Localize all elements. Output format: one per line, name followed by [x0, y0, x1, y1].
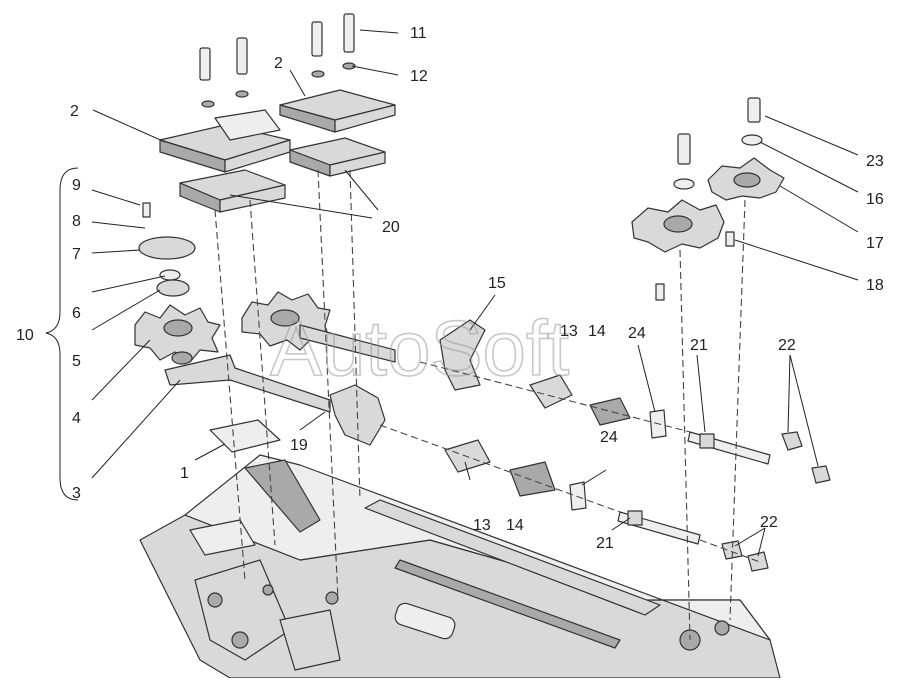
assembly-axes: [214, 169, 761, 641]
watermark: AutoSoft: [270, 304, 570, 392]
callout-21-upper: 21: [690, 337, 708, 354]
callout-6: 6: [72, 305, 81, 322]
bushing-13-lower: [444, 439, 491, 473]
callout-12: 12: [410, 68, 428, 85]
bolts-11: [199, 13, 356, 108]
support-plate-2-left: [159, 109, 291, 173]
callout-2-right: 2: [274, 55, 283, 72]
bracket-15: [439, 319, 486, 391]
callout-7: 7: [72, 246, 81, 263]
spring-14-lower: [509, 461, 556, 497]
callout-4: 4: [72, 410, 81, 427]
callout-13-upper: 13: [560, 323, 578, 340]
callout-5: 5: [72, 353, 81, 370]
callout-18: 18: [866, 277, 884, 294]
callout-19: 19: [290, 437, 308, 454]
callout-24-upper: 24: [628, 325, 646, 342]
callout-13-lower: 13: [473, 517, 491, 534]
leader-lines: [45, 29, 859, 557]
callout-15: 15: [488, 275, 506, 292]
axle-21-lower: [617, 510, 701, 545]
support-plate-20-left: [179, 169, 286, 213]
callout-20: 20: [382, 219, 400, 236]
callout-14-lower: 14: [506, 517, 524, 534]
callout-23: 23: [866, 153, 884, 170]
nuts-22: [721, 431, 831, 572]
axle-21-upper: [687, 431, 771, 465]
callout-22-lower: 22: [760, 514, 778, 531]
callout-24-lower: 24: [600, 429, 618, 446]
callout-16: 16: [866, 191, 884, 208]
callout-17: 17: [866, 235, 884, 252]
callout-21-lower: 21: [596, 535, 614, 552]
frame-beam: [139, 454, 781, 679]
callout-14-upper: 14: [588, 323, 606, 340]
spring-14-upper: [589, 397, 631, 426]
sprocket-assembly-left: [134, 202, 331, 453]
callout-2-left: 2: [70, 103, 79, 120]
callout-8: 8: [72, 213, 81, 230]
bushing-13-upper: [529, 374, 573, 409]
callout-22-upper: 22: [778, 337, 796, 354]
callout-9: 9: [72, 177, 81, 194]
callout-10: 10: [16, 327, 34, 344]
callout-labels: 2 2 11 12 20 9 8 7 6 10 5 4 3 1 19 15 13…: [16, 25, 884, 552]
sprocket-assembly-middle: [241, 291, 396, 363]
callout-1: 1: [180, 465, 189, 482]
support-plate-2-right: [279, 89, 396, 133]
clip-24-lower: [569, 481, 587, 511]
callout-11: 11: [410, 25, 427, 42]
callout-3: 3: [72, 485, 81, 502]
support-plate-20-right: [289, 137, 386, 177]
sprocket-assembly-right: [631, 97, 785, 301]
